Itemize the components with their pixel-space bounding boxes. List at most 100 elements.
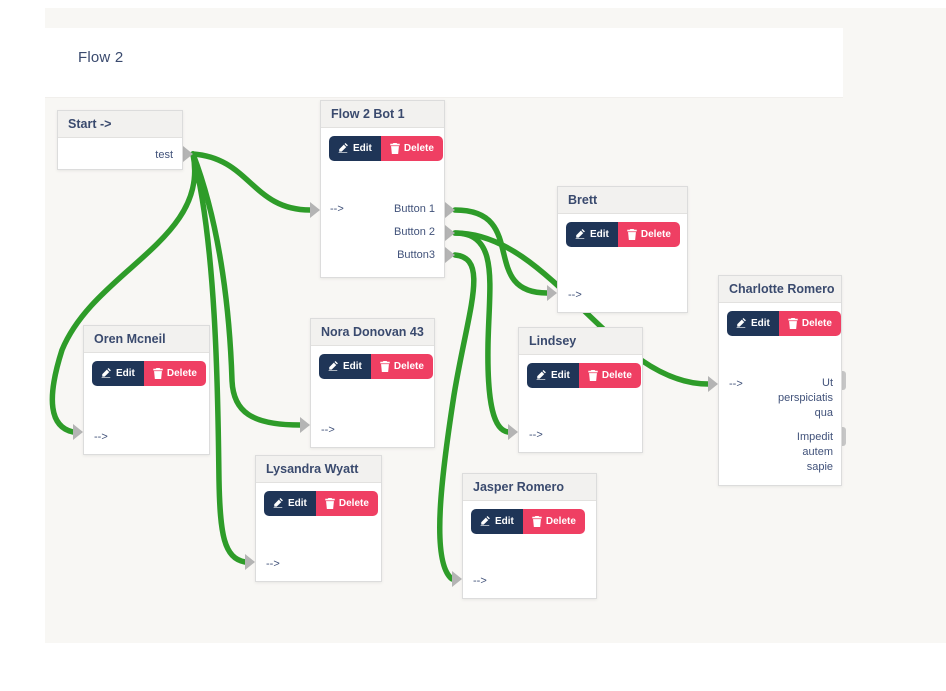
input-port-icon-oren[interactable] [73,424,83,440]
node-jasper[interactable]: Jasper Romero Edit Delete --> [462,473,597,599]
edit-button-label: Edit [751,318,770,329]
delete-button-label: Delete [601,370,632,381]
node-charlotte-text-1: Ut perspiciatis qua [777,377,833,419]
delete-button-label: Delete [338,498,369,509]
node-brett-title: Brett [558,187,687,214]
node-lysandra-title: Lysandra Wyatt [256,456,381,483]
trash-icon [532,516,542,527]
pencil-square-icon [736,318,746,328]
node-brett-input-label: --> [568,289,582,301]
edge-test-to-lysandra [190,151,248,565]
trash-icon [380,361,390,372]
node-oren-input-label: --> [94,431,108,443]
output-port-icon-button1[interactable] [445,202,455,218]
node-nora-title: Nora Donovan 43 [311,319,434,346]
delete-button[interactable]: Delete [617,222,680,247]
output-port-icon-test[interactable] [183,146,193,162]
edit-button[interactable]: Edit [727,311,779,336]
delete-button-label: Delete [166,368,197,379]
delete-button[interactable]: Delete [370,354,433,379]
edit-button-label: Edit [353,143,372,154]
node-jasper-input-label: --> [473,575,487,587]
edit-button-label: Edit [551,370,570,381]
edit-button[interactable]: Edit [566,222,618,247]
node-oren[interactable]: Oren Mcneil Edit Delete --> [83,325,210,455]
trash-icon [153,368,163,379]
edit-button-label: Edit [495,516,514,527]
trash-icon [788,318,798,329]
input-port-icon-flow2bot1[interactable] [310,202,320,218]
delete-button-label: Delete [403,143,434,154]
edge-test-to-nora [190,151,303,428]
edit-button[interactable]: Edit [319,354,371,379]
edit-button[interactable]: Edit [264,491,316,516]
input-port-icon-jasper[interactable] [452,571,462,587]
output-label-button1: Button 1 [394,202,435,215]
edge-button1-to-brett [452,207,550,296]
delete-button[interactable]: Delete [315,491,378,516]
edit-button[interactable]: Edit [527,363,579,388]
delete-button-label: Delete [801,318,832,329]
pencil-square-icon [575,229,585,239]
delete-button[interactable]: Delete [143,361,206,386]
pencil-square-icon [536,370,546,380]
node-charlotte-title: Charlotte Romero [719,276,841,303]
input-port-icon-charlotte[interactable] [708,376,718,392]
input-port-icon-brett[interactable] [547,285,557,301]
node-brett[interactable]: Brett Edit Delete --> [557,186,688,313]
node-start-output-label: test [155,148,173,161]
node-flow2bot1[interactable]: Flow 2 Bot 1 Edit Delete --> Button 1 Bu… [320,100,445,278]
node-lindsey-input-label: --> [529,429,543,441]
node-charlotte-text-2: Impedit autem sapie [796,431,833,473]
edit-button-label: Edit [116,368,135,379]
input-port-icon-lindsey[interactable] [508,424,518,440]
node-lysandra-input-label: --> [266,558,280,570]
node-lindsey[interactable]: Lindsey Edit Delete --> [518,327,643,453]
node-oren-title: Oren Mcneil [84,326,209,353]
node-jasper-title: Jasper Romero [463,474,596,501]
delete-button-label: Delete [393,361,424,372]
edge-test-to-flow2bot1 [190,151,313,213]
pencil-square-icon [480,516,490,526]
delete-button[interactable]: Delete [578,363,641,388]
node-lindsey-title: Lindsey [519,328,642,355]
node-nora[interactable]: Nora Donovan 43 Edit Delete --> [310,318,435,448]
edit-button[interactable]: Edit [471,509,523,534]
edit-button[interactable]: Edit [92,361,144,386]
node-start-title: Start -> [58,111,182,138]
edit-button-label: Edit [343,361,362,372]
edit-button[interactable]: Edit [329,136,381,161]
edge-button2-to-lindsey [452,230,511,435]
node-lysandra[interactable]: Lysandra Wyatt Edit Delete --> [255,455,382,582]
output-port-icon-button2[interactable] [445,225,455,241]
pencil-square-icon [338,143,348,153]
edit-button-label: Edit [590,229,609,240]
pencil-square-icon [328,361,338,371]
output-port-icon-button3[interactable] [445,247,455,263]
pencil-square-icon [273,498,283,508]
flow-header-bar: Flow 2 [45,28,843,98]
node-nora-input-label: --> [321,424,335,436]
output-label-button3: Button3 [397,248,435,261]
node-flow2bot1-input-label: --> [330,202,344,215]
trash-icon [390,143,400,154]
node-flow2bot1-title: Flow 2 Bot 1 [321,101,444,128]
page-title: Flow 2 [78,49,124,66]
edit-button-label: Edit [288,498,307,509]
delete-button-label: Delete [545,516,576,527]
delete-button[interactable]: Delete [522,509,585,534]
edge-test-to-oren [49,151,198,435]
output-label-button2: Button 2 [394,225,435,238]
delete-button[interactable]: Delete [380,136,443,161]
trash-icon [588,370,598,381]
pencil-square-icon [101,368,111,378]
trash-icon [627,229,637,240]
node-start[interactable]: Start -> test [57,110,183,170]
node-charlotte[interactable]: Charlotte Romero Edit Delete --> Ut pers… [718,275,842,486]
delete-button[interactable]: Delete [778,311,841,336]
delete-button-label: Delete [640,229,671,240]
trash-icon [325,498,335,509]
input-port-icon-nora[interactable] [300,417,310,433]
input-port-icon-lysandra[interactable] [245,554,255,570]
